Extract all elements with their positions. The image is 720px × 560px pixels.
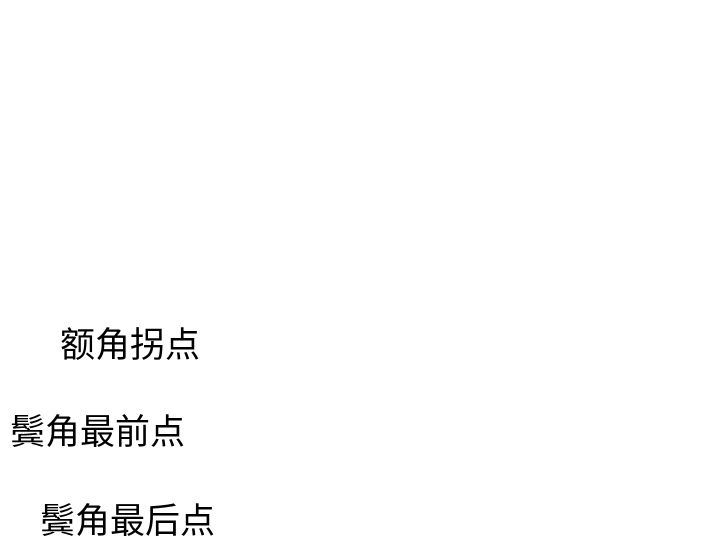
sideburn-rearmost-point-label: 鬓角最后点 (40, 502, 216, 542)
forehead-corner-point-label: 额角拐点 (60, 326, 201, 366)
sideburn-frontmost-point-label: 鬓角最前点 (10, 413, 186, 453)
